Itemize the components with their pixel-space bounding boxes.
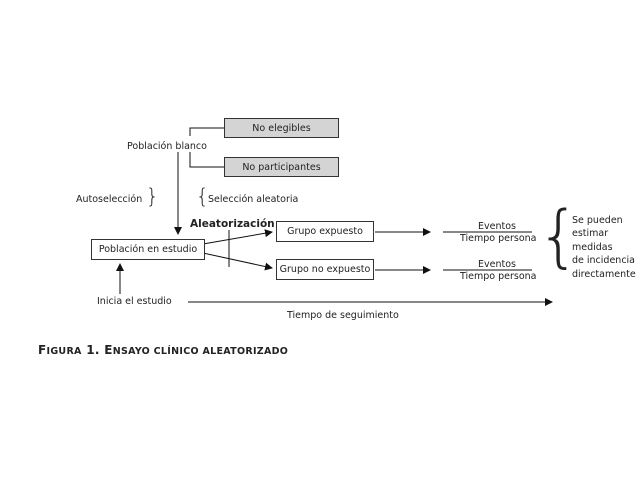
figure-caption: FIGURA 1. ENSAYO CLÍNICO ALEATORIZADO <box>38 343 288 357</box>
grupo-expuesto-box: Grupo expuesto <box>276 221 374 242</box>
result-line-5: directamente <box>572 269 636 280</box>
grupo-expuesto-label: Grupo expuesto <box>287 226 363 237</box>
grupo-no-expuesto-box: Grupo no expuesto <box>276 259 374 280</box>
connector-no-participantes <box>189 152 224 168</box>
result-line-1: Se pueden <box>572 215 623 226</box>
poblacion-estudio-label: Población en estudio <box>98 244 198 255</box>
autoseleccion-label: Autoselección <box>76 194 143 205</box>
no-elegibles-label: No elegibles <box>252 122 311 134</box>
arrow-to-expuesto <box>202 229 273 245</box>
result-line-3: medidas <box>572 242 613 253</box>
caption-e: E <box>104 343 113 357</box>
seleccion-aleatoria-label: Selección aleatoria <box>208 194 299 205</box>
arrow-to-no-expuesto <box>202 252 273 271</box>
caption-igura: IGURA <box>46 346 82 357</box>
eventos-label-1: Eventos <box>478 221 516 232</box>
caption-f: F <box>38 343 47 357</box>
result-line-4: de incidencia <box>572 255 635 266</box>
tiempo-persona-label-1: Tiempo persona <box>460 233 537 244</box>
grupo-no-expuesto-label: Grupo no expuesto <box>279 264 371 275</box>
aleatorizacion-label: Aleatorización <box>190 218 275 230</box>
no-participantes-box: No participantes <box>224 157 339 177</box>
result-line-2: estimar <box>572 228 609 239</box>
caption-rest: NSAYO CLÍNICO ALEATORIZADO <box>112 346 289 357</box>
poblacion-blanco-label: Población blanco <box>127 141 207 152</box>
connector-no-elegibles <box>189 127 224 136</box>
caption-num: 1. <box>86 343 100 357</box>
inicia-estudio-label: Inicia el estudio <box>97 296 172 307</box>
seleccion-brace: { <box>196 184 209 208</box>
autoseleccion-brace: } <box>146 184 159 208</box>
result-brace: { <box>537 197 581 276</box>
no-participantes-label: No participantes <box>242 161 321 173</box>
no-elegibles-box: No elegibles <box>224 118 339 138</box>
poblacion-estudio-box: Población en estudio <box>91 239 205 260</box>
eventos-label-2: Eventos <box>478 259 516 270</box>
tiempo-persona-label-2: Tiempo persona <box>460 271 537 282</box>
tiempo-seguimiento-label: Tiempo de seguimiento <box>287 310 399 321</box>
